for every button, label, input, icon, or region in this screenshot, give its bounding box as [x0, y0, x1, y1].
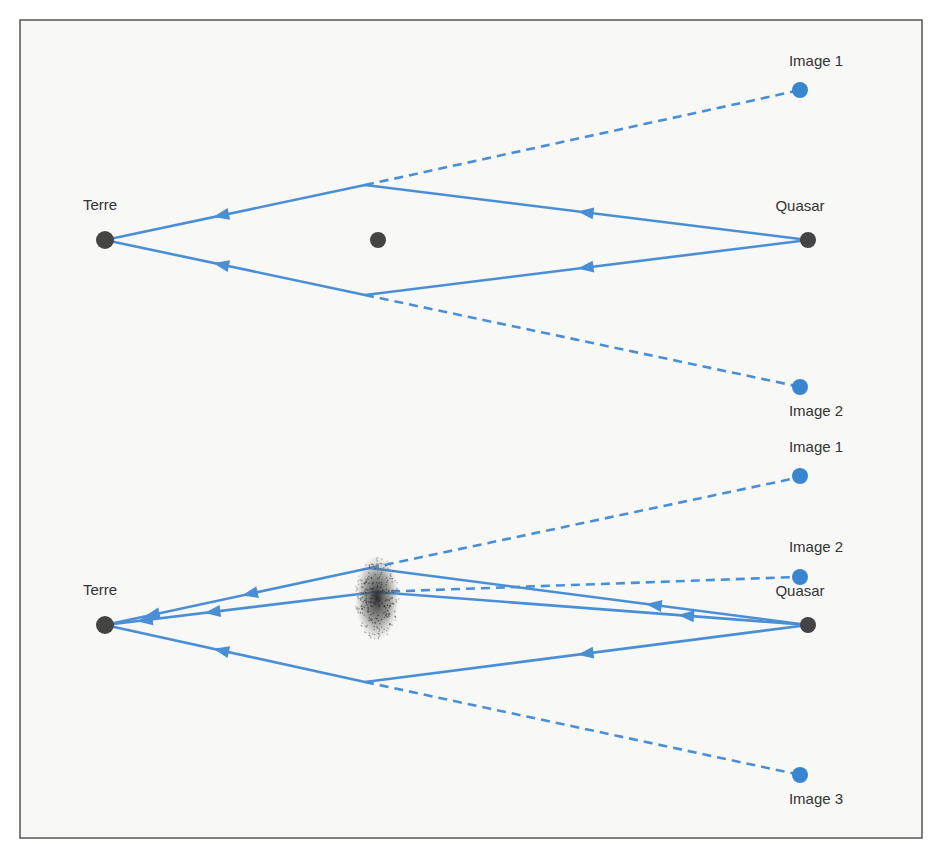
arrowhead — [578, 207, 595, 219]
arrowhead — [242, 586, 259, 598]
light-rays — [105, 185, 808, 682]
virtual-rays — [365, 91, 796, 774]
arrowhead — [204, 605, 221, 617]
arrowhead — [578, 647, 595, 659]
arrowhead — [213, 208, 230, 220]
lens-galaxy — [355, 556, 399, 640]
point-label: Image 2 — [789, 402, 843, 420]
point-label: Image 3 — [789, 790, 843, 808]
point-label: Image 1 — [789, 52, 843, 70]
arrowhead — [578, 261, 595, 273]
dots — [96, 82, 816, 783]
arrowhead — [646, 600, 663, 612]
galaxy-stipple — [355, 557, 400, 640]
point-label: Image 2 — [789, 538, 843, 556]
arrowhead — [678, 610, 694, 622]
point-label: Image 1 — [789, 438, 843, 456]
point-label: Quasar — [775, 197, 824, 215]
arrowhead — [137, 613, 154, 625]
arrowhead — [213, 260, 230, 272]
ray-arrowheads — [137, 207, 695, 658]
point-label: Quasar — [775, 582, 824, 600]
arrowhead — [213, 646, 230, 658]
frame — [20, 20, 922, 838]
point-label: Terre — [83, 196, 117, 214]
point-label: Terre — [83, 581, 117, 599]
